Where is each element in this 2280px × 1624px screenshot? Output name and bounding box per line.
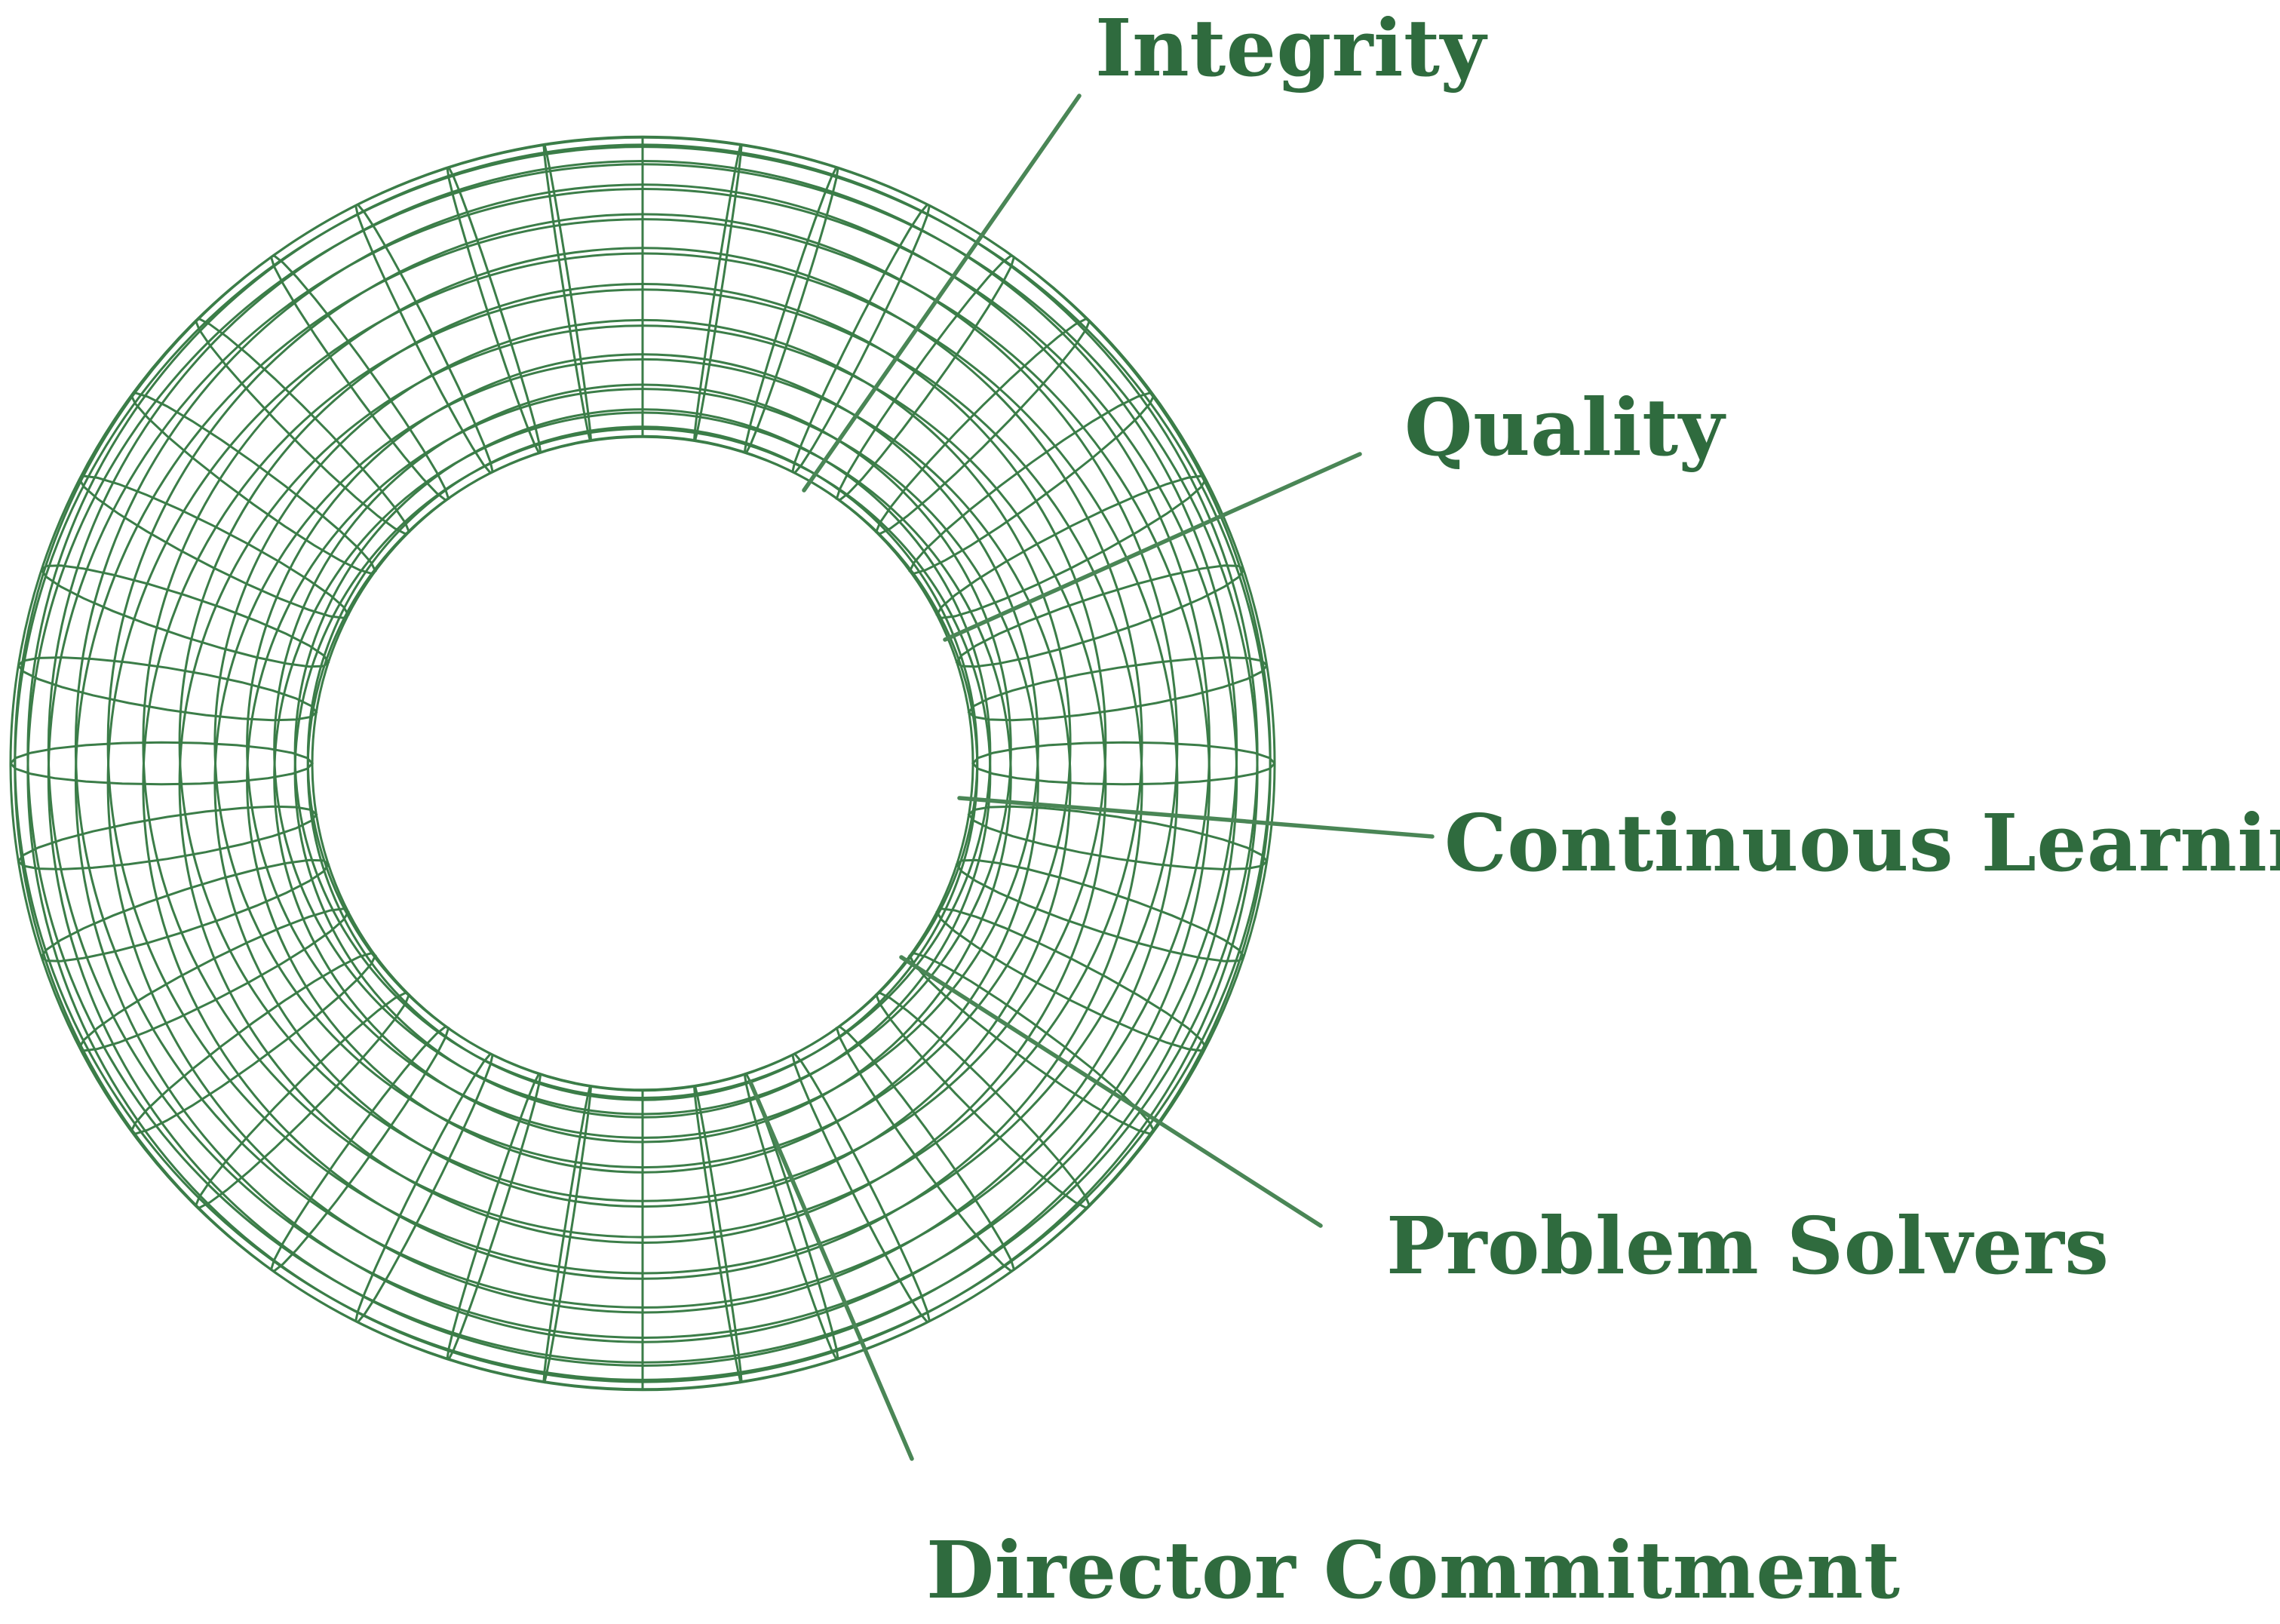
leader-line-problem-solvers	[899, 955, 1323, 1228]
leader-line-integrity	[802, 94, 1082, 493]
leader-line-quality	[943, 452, 1362, 642]
label-integrity: Integrity	[1095, 2, 1487, 94]
label-problem-solvers: Problem Solvers	[1386, 1199, 2110, 1292]
leader-line-director-commitment	[748, 1080, 914, 1461]
label-director-commitment: Director Commitment	[926, 1524, 1901, 1616]
label-continuous-learning: Continuous Learning	[1444, 797, 2280, 889]
label-quality: Quality	[1404, 381, 1725, 474]
torus-mesh	[9, 135, 1276, 1392]
leader-line-continuous-learning	[957, 796, 1435, 839]
